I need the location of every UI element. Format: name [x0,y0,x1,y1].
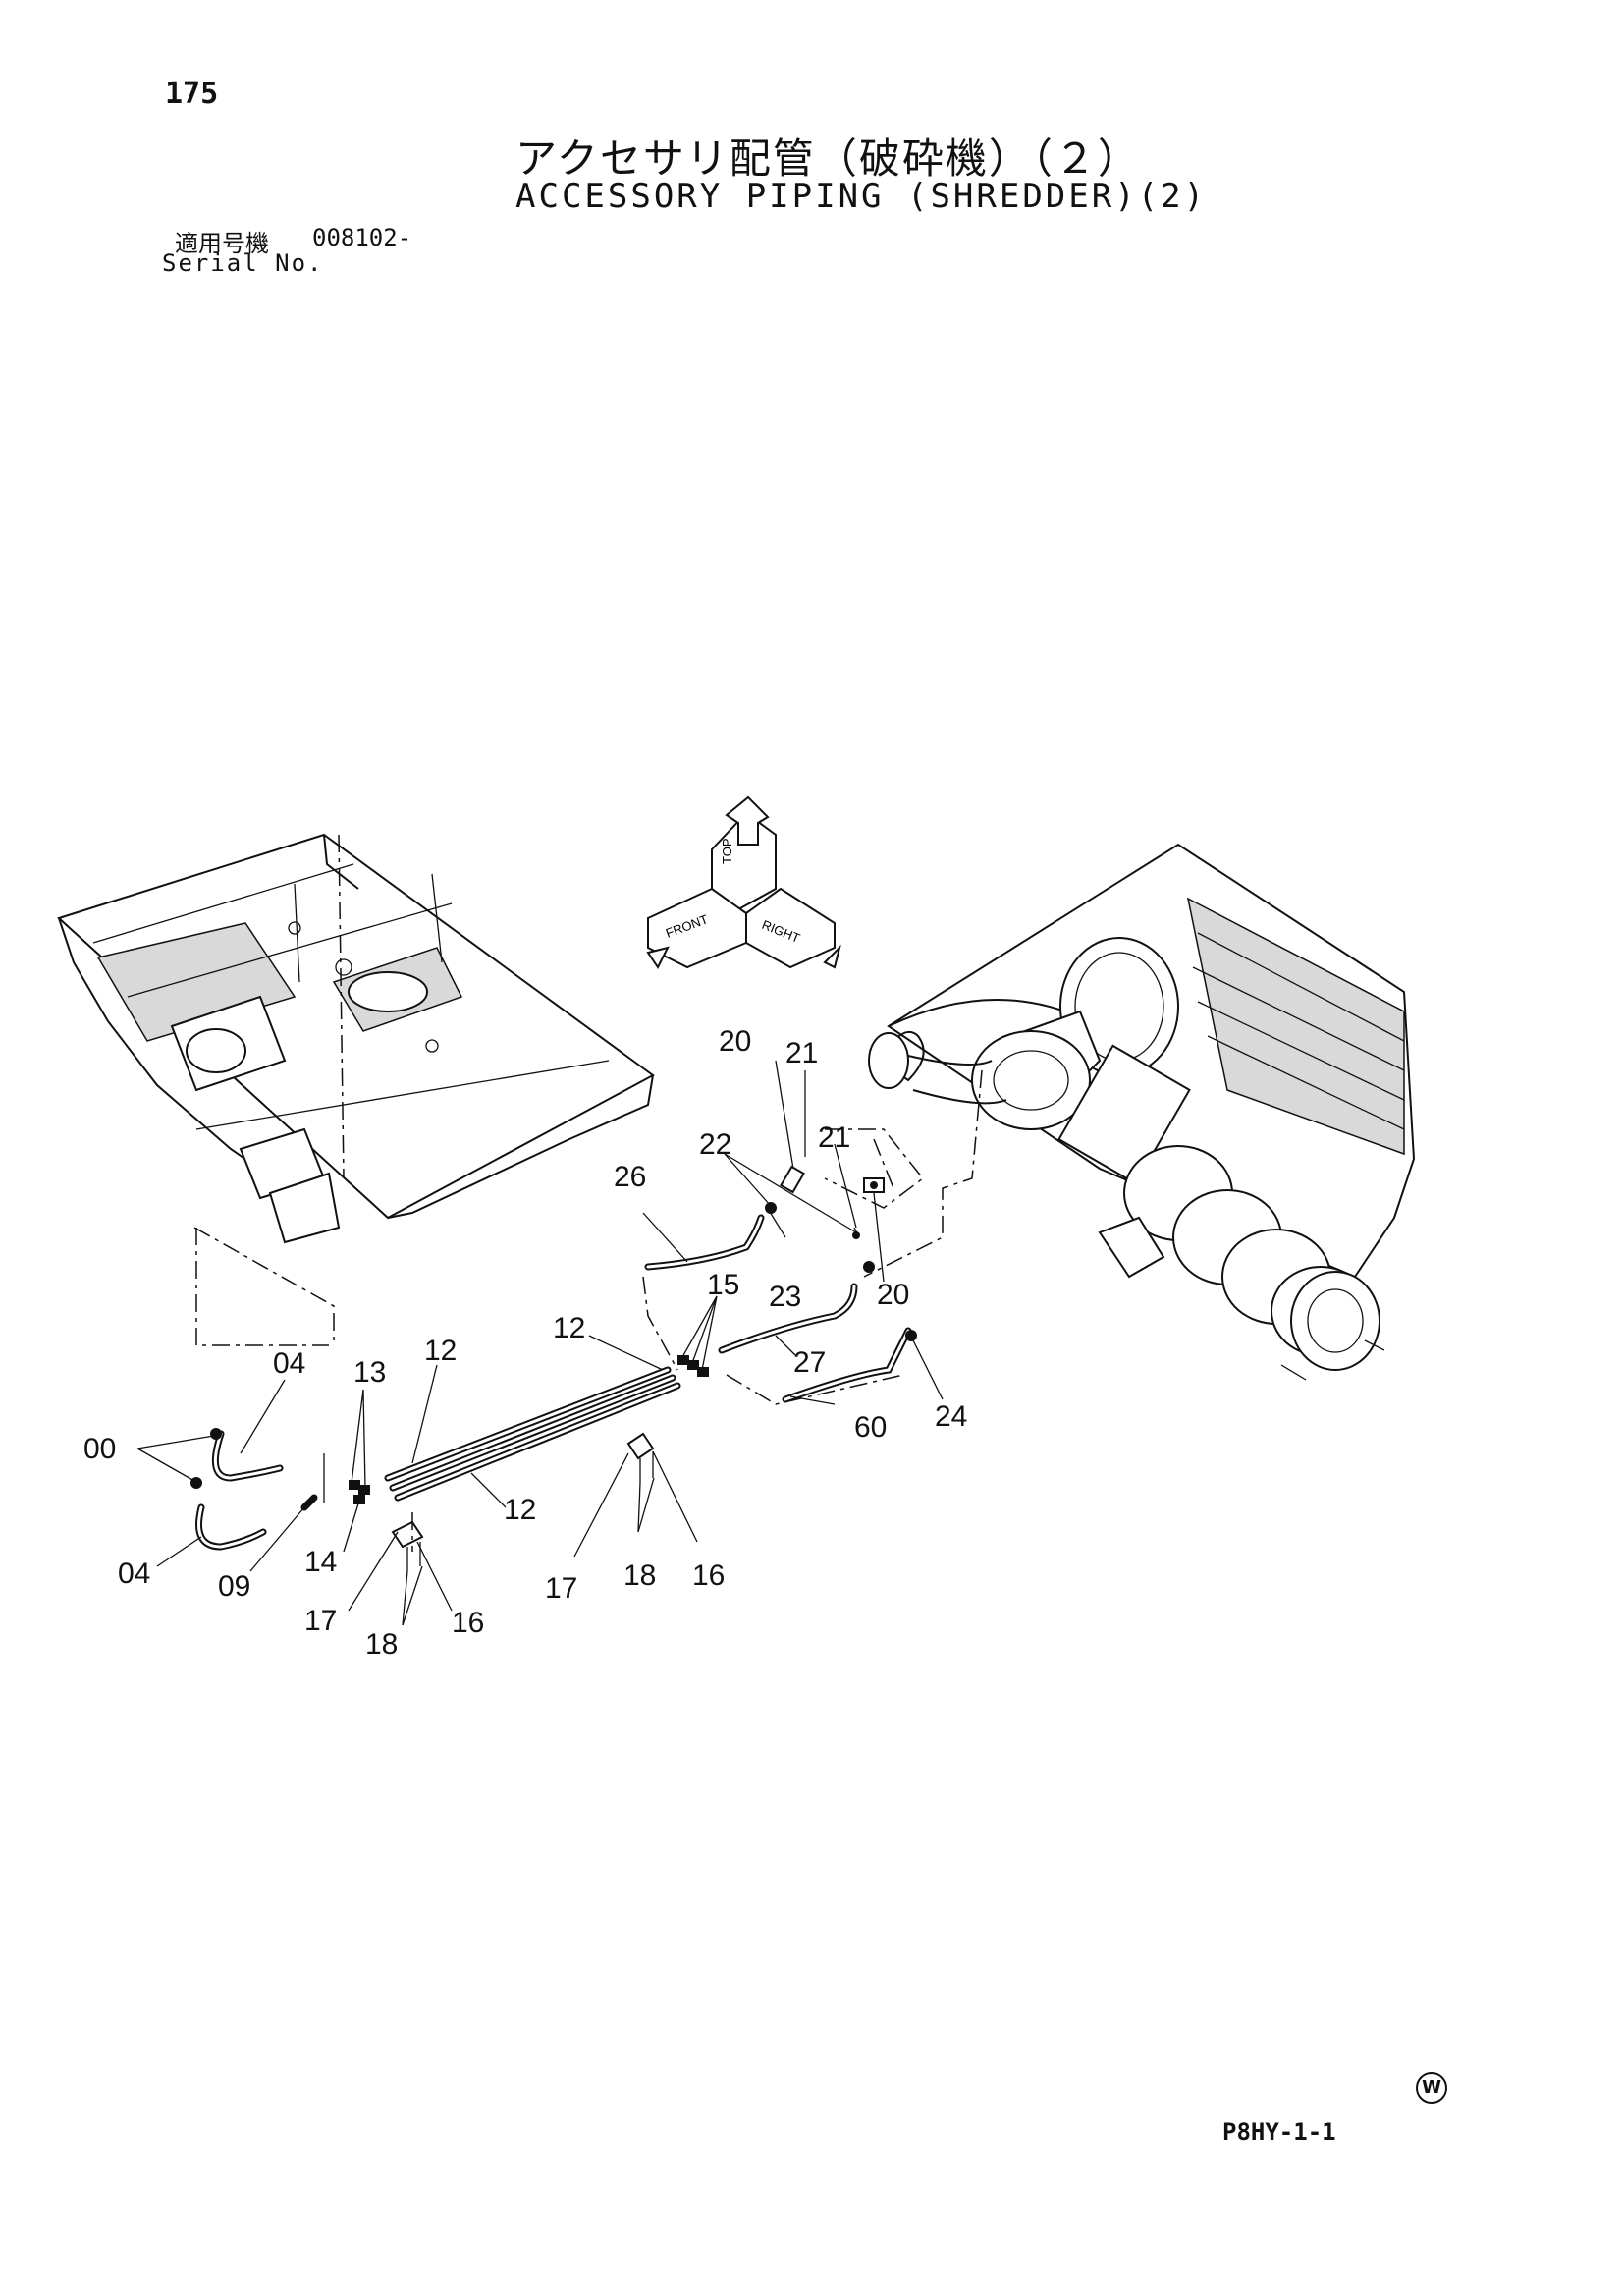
serial-label-japanese: 適用号機 [175,230,269,257]
serial-label-english: Serial No. [162,249,324,277]
title-english: ACCESSORY PIPING (SHREDDER)(2) [515,177,1208,216]
callout-15: 15 [707,1269,739,1301]
callout-17-a: 17 [304,1605,337,1637]
callout-12-c: 12 [504,1494,536,1526]
callout-20-b: 20 [877,1279,909,1311]
upper-frame [57,833,655,1346]
callout-60: 60 [854,1411,887,1444]
callout-16-b: 16 [692,1559,725,1592]
title-japanese: アクセサリ配管（破砕機）（２） [515,135,1141,183]
callout-16-a: 16 [452,1607,484,1639]
hoses-and-piping [190,1165,917,1571]
serial-number-value: 008102- [312,224,412,251]
callout-26: 26 [614,1161,646,1193]
callout-14: 14 [304,1546,337,1578]
callout-18-a: 18 [365,1628,398,1661]
leader-lines [136,1060,944,1626]
callout-18-b: 18 [623,1559,656,1592]
callout-12-b: 12 [553,1312,585,1344]
page-number: 175 [165,77,219,111]
callout-00: 00 [83,1433,116,1465]
orientation-symbol: TOP FRONT RIGHT [646,795,841,969]
callout-17-b: 17 [545,1572,577,1605]
callout-21-a: 21 [785,1037,818,1069]
callout-13: 13 [353,1356,386,1389]
orientation-label-top: TOP [720,839,734,865]
callout-20-a: 20 [719,1025,751,1058]
callout-09: 09 [218,1570,250,1603]
callout-04-upper: 04 [273,1347,305,1380]
callout-04-lower: 04 [118,1558,150,1590]
callout-21-b: 21 [818,1121,850,1154]
callout-23: 23 [769,1281,801,1313]
callout-22: 22 [699,1128,731,1161]
callout-numbers: 00 04 04 09 13 12 12 12 14 17 18 16 17 1… [83,1025,967,1661]
corner-mark: W [1416,2072,1447,2104]
callout-27: 27 [793,1346,826,1379]
callout-12-a: 12 [424,1335,457,1367]
callout-24: 24 [935,1400,967,1433]
shredder-attachment [824,843,1416,1381]
footer-code: P8HY-1-1 [1222,2118,1336,2146]
